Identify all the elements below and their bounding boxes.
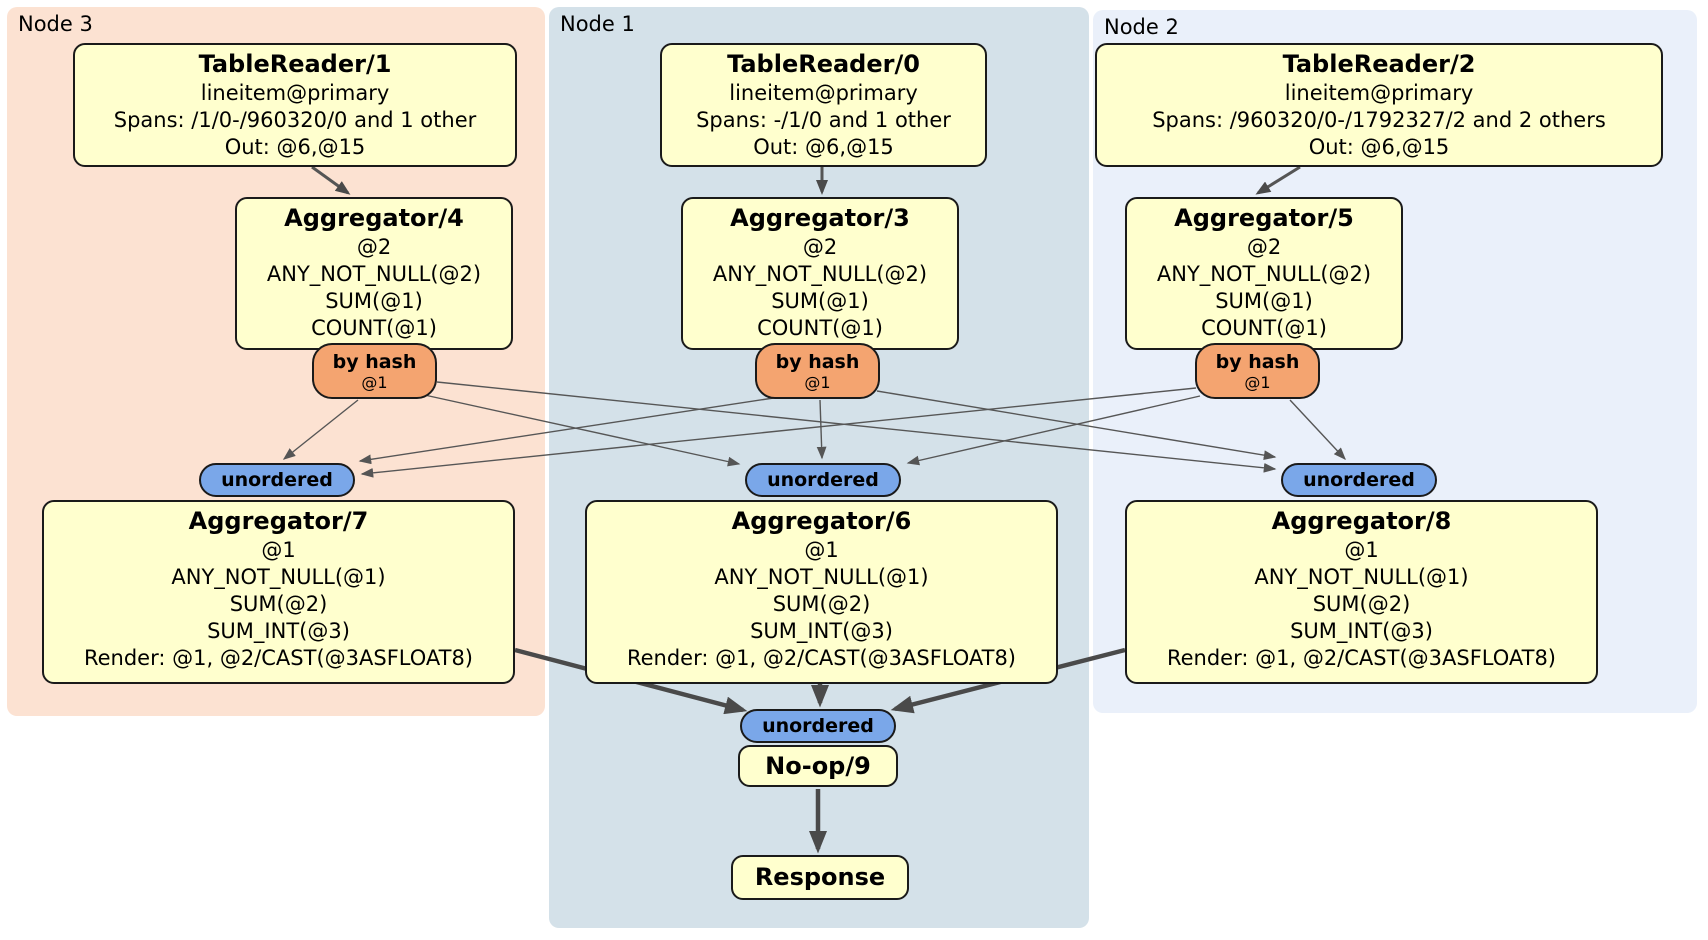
processor-detail-line: Spans: /960320/0-/1792327/2 and 2 others [1152,108,1606,132]
processor-detail-line: Render: @1, @2/CAST(@3ASFLOAT8) [1166,646,1557,670]
processor-detail-line: SUM_INT(@3) [207,619,350,643]
processor-detail-line: ANY_NOT_NULL(@2) [1156,262,1372,286]
router-by-hash-node3: by hash @1 [312,343,437,399]
sync-unordered-node1: unordered [745,463,901,497]
router-by-hash-key: @1 [1244,372,1271,392]
processor-title: TableReader/2 [1282,50,1476,78]
sync-unordered-node2: unordered [1281,463,1437,497]
processor-detail-line: COUNT(@1) [757,316,883,340]
router-by-hash-node1: by hash @1 [755,343,880,399]
processor-detail-line: COUNT(@1) [311,316,437,340]
processor-detail-line: @2 [356,235,392,259]
processor-title: No-op/9 [765,751,871,780]
router-by-hash-label: by hash [775,350,860,373]
processor-detail-line: SUM(@2) [772,592,871,616]
processor-detail-line: Out: @6,@15 [1308,135,1450,159]
processor-detail-line: @1 [804,538,839,562]
processor-detail-line: ANY_NOT_NULL(@1) [1254,565,1469,589]
sync-unordered-node3: unordered [199,463,355,497]
processor-title: TableReader/0 [727,50,920,78]
processor-aggregator-8: Aggregator/8 @1 ANY_NOT_NULL(@1) SUM(@2)… [1125,500,1598,684]
router-by-hash-key: @1 [804,372,831,392]
processor-detail-line: Out: @6,@15 [224,135,366,159]
processor-detail-line: lineitem@primary [1284,81,1474,105]
node-2-label: Node 2 [1104,15,1179,39]
processor-detail-line: @2 [1246,235,1282,259]
processor-detail-line: lineitem@primary [729,81,918,105]
processor-aggregator-5: Aggregator/5 @2 ANY_NOT_NULL(@2) SUM(@1)… [1125,197,1403,350]
processor-detail-line: ANY_NOT_NULL(@1) [714,565,929,589]
processor-detail-line: Out: @6,@15 [753,135,894,159]
router-by-hash-label: by hash [332,350,417,373]
router-by-hash-key: @1 [361,372,388,392]
processor-tablereader-2: TableReader/2 lineitem@primary Spans: /9… [1095,43,1663,167]
processor-detail-line: SUM(@1) [325,289,423,313]
processor-detail-line: ANY_NOT_NULL(@2) [712,262,928,286]
processor-detail-line: ANY_NOT_NULL(@2) [266,262,482,286]
processor-detail-line: @2 [802,235,838,259]
processor-tablereader-0: TableReader/0 lineitem@primary Spans: -/… [660,43,987,167]
sync-unordered-final: unordered [740,709,896,743]
processor-detail-line: Render: @1, @2/CAST(@3ASFLOAT8) [626,646,1017,670]
processor-detail-line: @1 [261,538,296,562]
processor-detail-line: SUM_INT(@3) [750,619,893,643]
processor-detail-line: Render: @1, @2/CAST(@3ASFLOAT8) [83,646,474,670]
processor-title: TableReader/1 [198,50,392,78]
processor-detail-line: SUM(@2) [1312,592,1411,616]
processor-detail-line: @1 [1344,538,1379,562]
processor-detail-line: Spans: /1/0-/960320/0 and 1 other [113,108,477,132]
processor-detail-line: SUM(@2) [229,592,328,616]
response-node: Response [731,855,909,900]
processor-title: Response [754,863,886,891]
router-by-hash-label: by hash [1215,350,1300,373]
node-3-label: Node 3 [18,12,93,36]
router-by-hash-node2: by hash @1 [1195,343,1320,399]
processor-title: Aggregator/4 [284,204,464,232]
processor-title: Aggregator/5 [1174,204,1354,232]
processor-aggregator-4: Aggregator/4 @2 ANY_NOT_NULL(@2) SUM(@1)… [235,197,513,350]
processor-aggregator-3: Aggregator/3 @2 ANY_NOT_NULL(@2) SUM(@1)… [681,197,959,350]
processor-tablereader-1: TableReader/1 lineitem@primary Spans: /1… [73,43,517,167]
processor-title: Aggregator/3 [730,204,910,232]
processor-title: Aggregator/7 [188,507,369,535]
processor-title: Aggregator/6 [731,507,912,535]
processor-noop-9: No-op/9 [738,745,898,787]
processor-aggregator-6: Aggregator/6 @1 ANY_NOT_NULL(@1) SUM(@2)… [585,500,1058,684]
processor-detail-line: COUNT(@1) [1201,316,1327,340]
processor-detail-line: SUM_INT(@3) [1290,619,1433,643]
node-1-label: Node 1 [560,12,635,36]
processor-detail-line: SUM(@1) [771,289,869,313]
processor-detail-line: ANY_NOT_NULL(@1) [171,565,386,589]
processor-aggregator-7: Aggregator/7 @1 ANY_NOT_NULL(@1) SUM(@2)… [42,500,515,684]
processor-title: Aggregator/8 [1271,507,1452,535]
processor-detail-line: SUM(@1) [1215,289,1313,313]
processor-detail-line: Spans: -/1/0 and 1 other [696,108,951,132]
processor-detail-line: lineitem@primary [200,81,390,105]
